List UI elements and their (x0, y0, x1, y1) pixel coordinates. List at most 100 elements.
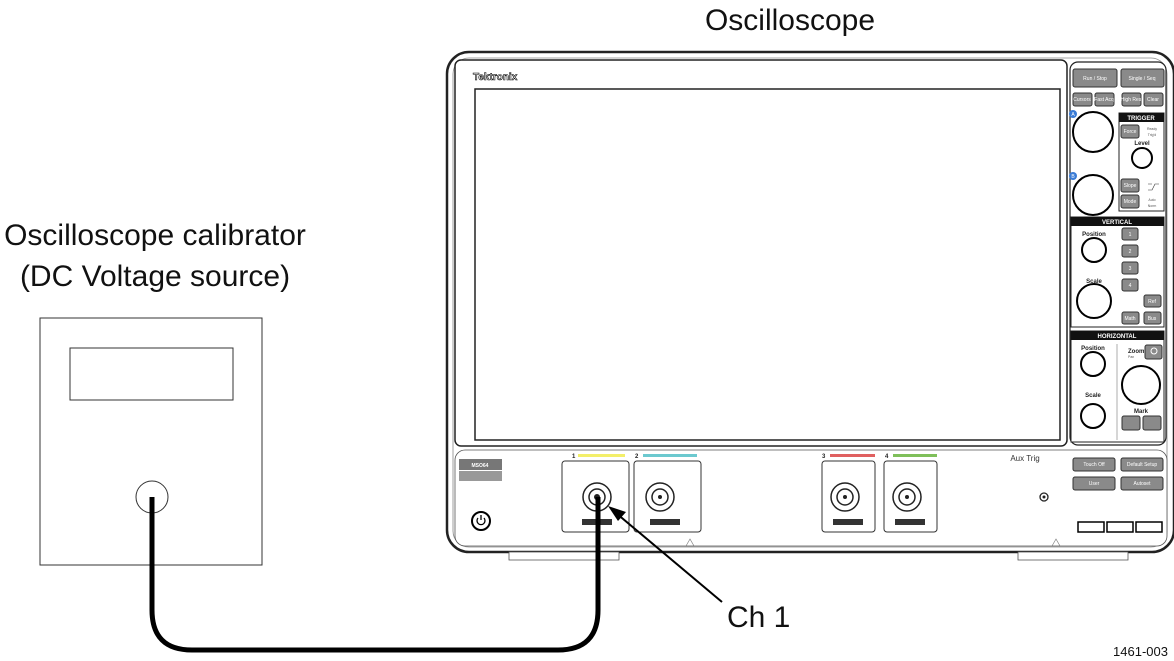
oscilloscope-label: Oscilloscope (705, 4, 875, 37)
oscilloscope: Tektronix Run / Stop Single / Seq Cursor… (445, 50, 1174, 561)
channel-3-color-bar (830, 454, 875, 457)
channel-1-button[interactable] (1121, 227, 1139, 241)
channel-2-color-bar (643, 454, 697, 457)
force-label: Force (1124, 129, 1137, 135)
channel-2-number: 2 (635, 454, 639, 460)
horizontal-scale-label: Scale (1085, 393, 1101, 399)
callout-arrow (615, 512, 723, 603)
trigd-indicator: Trig'd (1148, 133, 1157, 137)
channel-4-color-bar (893, 454, 937, 457)
fast-acq-label: Fast Acq (1094, 97, 1114, 103)
default-setup-button[interactable] (1120, 457, 1164, 472)
warning-icon (1051, 538, 1061, 547)
model-label: MSO64 (472, 463, 489, 469)
trigger-level-knob[interactable] (1131, 147, 1153, 169)
model-badge (459, 459, 502, 470)
zoom-label: Zoom (1128, 349, 1144, 355)
cursors-label: Cursors (1073, 97, 1091, 103)
calibrator-label-line1: Oscilloscope calibrator (4, 219, 306, 252)
channel-3-input[interactable]: 3 (821, 454, 876, 533)
pan-label: Pan (1128, 355, 1134, 359)
auto-indicator: Auto (1148, 198, 1155, 202)
channel-4-number: 4 (885, 454, 889, 460)
user-button[interactable] (1072, 476, 1116, 491)
zoom-pan-knob[interactable] (1121, 365, 1161, 405)
touch-off-label: Touch Off (1083, 462, 1105, 468)
multipurpose-knob-a[interactable] (1072, 111, 1114, 153)
vertical-position-knob[interactable] (1081, 237, 1107, 263)
horizontal-scale-knob[interactable] (1080, 403, 1106, 429)
channel-2-input[interactable]: 2 (633, 454, 702, 533)
bnc-cable (149, 497, 601, 653)
magnifier-icon (1150, 347, 1158, 355)
channel-3-button-label: 3 (1129, 266, 1132, 272)
user-label: User (1089, 481, 1100, 487)
mode-label: Mode (1124, 199, 1137, 205)
math-button[interactable] (1121, 311, 1140, 325)
power-button[interactable] (471, 511, 491, 531)
single-seq-button[interactable] (1120, 68, 1165, 88)
horizontal-position-label: Position (1081, 346, 1105, 352)
clear-label: Clear (1147, 97, 1159, 103)
arrow-head-icon (608, 506, 626, 521)
channel-4-button[interactable] (1121, 278, 1139, 292)
usb-port-1[interactable] (1077, 521, 1105, 533)
slope-label: Slope (1124, 183, 1137, 189)
channel-1-color-bar (578, 454, 625, 457)
multipurpose-knob-b[interactable] (1072, 174, 1114, 216)
tektronix-logo: Tektronix (473, 72, 518, 83)
channel-2-button[interactable] (1121, 244, 1139, 258)
zoom-button[interactable] (1144, 344, 1163, 360)
run-stop-button[interactable] (1072, 68, 1118, 88)
channel-4-button-label: 4 (1129, 283, 1132, 289)
mark-label: Mark (1134, 409, 1149, 415)
channel-2-button-label: 2 (1129, 249, 1132, 255)
power-icon (476, 515, 486, 526)
high-res-button[interactable] (1121, 92, 1142, 107)
scope-foot-right (1017, 551, 1129, 561)
mode-button[interactable] (1120, 194, 1140, 209)
figure-number: 1461-003 (1113, 644, 1168, 659)
horizontal-position-knob[interactable] (1080, 351, 1106, 377)
front-panel: MSO64 1 2 (454, 449, 1168, 547)
touch-off-button[interactable] (1072, 457, 1116, 472)
vertical-scale-label: Scale (1086, 279, 1102, 285)
fast-acq-button[interactable] (1094, 92, 1115, 107)
usb-port-2[interactable] (1106, 521, 1134, 533)
level-label: Level (1134, 141, 1150, 147)
knob-a-letter: A (1071, 112, 1075, 118)
warning-icon (685, 538, 695, 547)
bus-button[interactable] (1143, 311, 1162, 325)
vertical-scale-knob[interactable] (1076, 283, 1112, 319)
channel-1-number: 1 (572, 454, 576, 460)
channel-3-button[interactable] (1121, 261, 1139, 275)
mark-next-button[interactable] (1142, 415, 1162, 431)
horizontal-header: HORIZONTAL (1098, 334, 1137, 340)
default-setup-label: Default Setup (1127, 462, 1158, 468)
channel-1-button-label: 1 (1129, 232, 1132, 238)
ref-label: Ref (1148, 299, 1156, 305)
channel-1-input[interactable]: 1 (561, 454, 630, 533)
cursors-button[interactable] (1072, 92, 1093, 107)
high-res-label: High Res (1121, 97, 1142, 103)
calibrator-label-line2: (DC Voltage source) (20, 260, 290, 293)
display-screen[interactable] (474, 88, 1061, 441)
slope-button[interactable] (1120, 178, 1140, 193)
calibrator-display (69, 347, 234, 401)
clear-button[interactable] (1143, 92, 1164, 107)
mark-prev-button[interactable] (1121, 415, 1141, 431)
force-button[interactable] (1120, 124, 1140, 139)
single-seq-label: Single / Seq (1129, 76, 1156, 82)
ref-button[interactable] (1143, 294, 1162, 308)
channel-3-number: 3 (822, 454, 826, 460)
run-stop-label: Run / Stop (1083, 76, 1107, 82)
autoset-button[interactable] (1120, 476, 1164, 491)
scope-foot-left (508, 551, 620, 561)
control-panel: Run / Stop Single / Seq Cursors Fast Acq… (1069, 61, 1167, 446)
knob-b-letter: B (1071, 174, 1075, 180)
ch1-callout-label: Ch 1 (727, 601, 790, 634)
usb-port-3[interactable] (1135, 521, 1163, 533)
slope-icon (1148, 183, 1159, 191)
aux-trig-label: Aux Trig (1010, 454, 1039, 463)
channel-4-input[interactable]: 4 (883, 454, 938, 533)
